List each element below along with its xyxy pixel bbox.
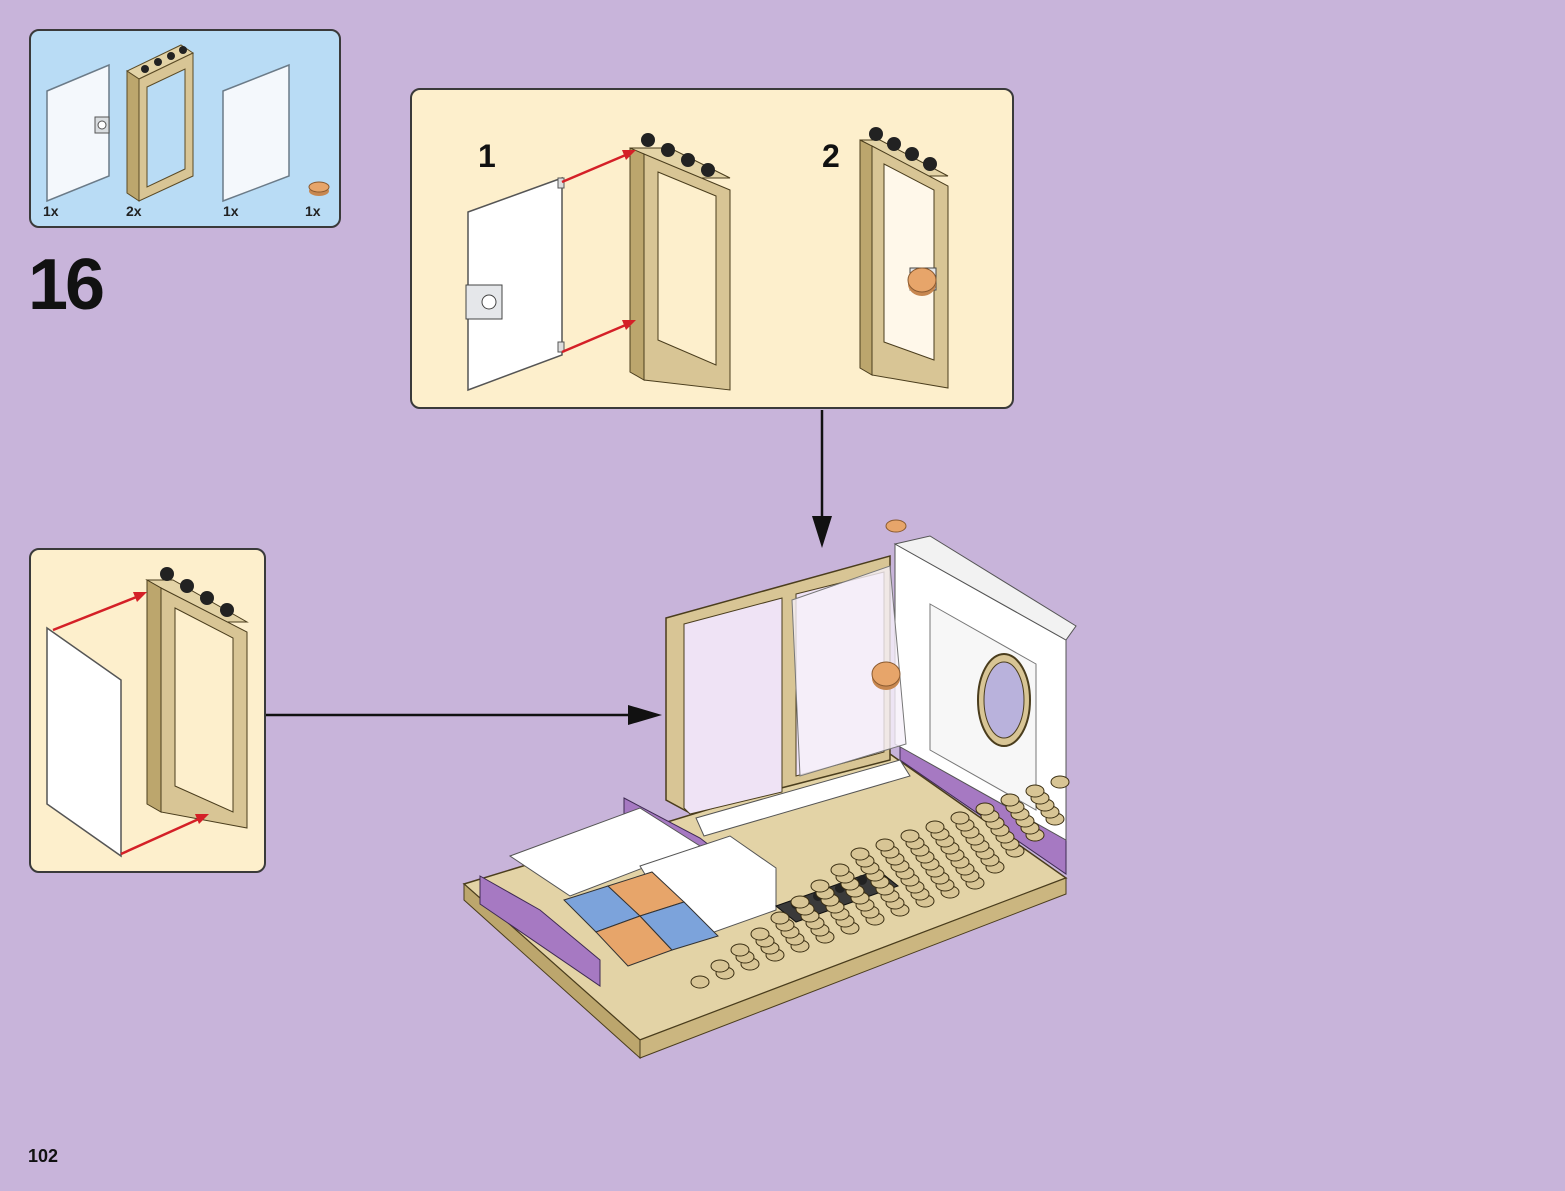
arrow-red-icon (561, 150, 636, 354)
stud (975, 802, 995, 816)
glass-door-handle-part (46, 63, 110, 203)
stud (750, 927, 770, 941)
assembled-door-substep2 (859, 127, 949, 389)
stud (875, 838, 895, 852)
qty-glass-door-handle: 1x (43, 203, 59, 219)
substep-number-1: 1 (478, 138, 496, 174)
subassembly-callout-top: 1 2 (410, 88, 1014, 409)
stud (1025, 784, 1045, 798)
stud (690, 975, 710, 989)
page-number: 102 (28, 1146, 59, 1166)
step-number: 16 (28, 245, 105, 325)
parts-list-panel: 1x 2x 1x 1x (29, 29, 341, 228)
base-studs (690, 775, 1070, 989)
stud (900, 829, 920, 843)
qty-round-tile: 1x (305, 203, 321, 219)
stud (710, 959, 730, 973)
stud (770, 911, 790, 925)
subassembly-illustration (465, 127, 949, 392)
stud (730, 943, 750, 957)
parts-illustrations (46, 44, 330, 203)
stud (950, 811, 970, 825)
stud (790, 895, 810, 909)
stud (850, 847, 870, 861)
left-subassembly-illustration (46, 567, 249, 858)
tan-frame-substep1 (629, 133, 731, 391)
round-tile-part (308, 181, 330, 196)
white-sill (695, 759, 911, 837)
stud (1050, 775, 1070, 789)
tile-floor (563, 871, 719, 967)
qty-glass-door-pane: 1x (223, 203, 239, 219)
tan-window-frames (665, 519, 907, 815)
glass-door-substep1 (465, 176, 565, 392)
arrow-red-icon (52, 592, 209, 856)
stud (1000, 793, 1020, 807)
stud (810, 879, 830, 893)
glass-pane-left (46, 626, 122, 858)
glass-door-pane-part (222, 63, 290, 203)
arrow-black-icon (266, 705, 662, 725)
stud (830, 863, 850, 877)
white-right-wall (893, 535, 1077, 841)
stud (925, 820, 945, 834)
tan-frame-left (145, 567, 249, 829)
subassembly-callout-left (29, 548, 266, 873)
substep-number-2: 2 (822, 138, 840, 174)
qty-tan-door-frame: 2x (126, 203, 142, 219)
arrow-black-icon (812, 410, 832, 548)
tan-door-frame-part (125, 44, 195, 202)
